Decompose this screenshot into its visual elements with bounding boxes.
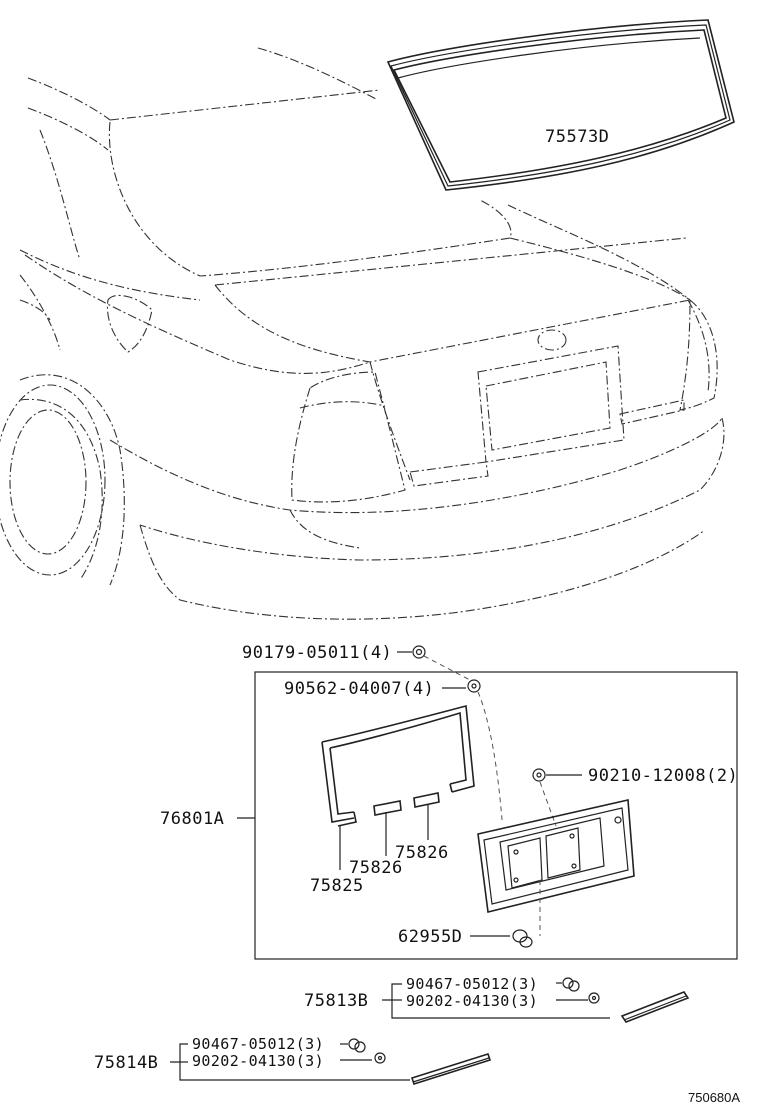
upper-garnish-part	[620, 991, 690, 1023]
label-90467-05012-upper: 90467-05012(3)	[406, 975, 538, 993]
label-90179-05011: 90179-05011(4)	[242, 643, 392, 663]
label-76801a: 76801A	[160, 809, 224, 829]
label-75573d: 75573D	[545, 127, 609, 147]
license-plate-bracket-part	[477, 799, 635, 913]
car-body-outline	[0, 47, 725, 620]
label-75826-b: 75826	[349, 858, 403, 878]
clip-icon	[512, 929, 533, 948]
bracket-cushion-frame	[321, 704, 475, 827]
bolt-icon	[532, 768, 546, 782]
bolt-icon	[412, 645, 426, 659]
label-75814b: 75814B	[94, 1053, 158, 1073]
nut-icon	[562, 977, 580, 992]
label-90562-04007: 90562-04007(4)	[284, 679, 434, 699]
clip-icon	[374, 1052, 386, 1064]
nut-icon	[348, 1038, 366, 1053]
license-bracket-group-box	[254, 671, 738, 960]
label-90202-04130-upper: 90202-04130(3)	[406, 992, 538, 1010]
label-62955d: 62955D	[398, 927, 462, 947]
back-window-weatherstrip-part	[386, 19, 735, 191]
label-75826-a: 75826	[395, 843, 449, 863]
label-75813b: 75813B	[304, 991, 368, 1011]
lower-garnish-part	[410, 1053, 492, 1085]
label-90202-04130-lower: 90202-04130(3)	[192, 1052, 324, 1070]
figure-id: 750680A	[688, 1090, 740, 1105]
nut-icon	[467, 679, 481, 693]
clip-icon	[588, 992, 600, 1004]
label-75825: 75825	[310, 876, 364, 896]
label-90467-05012-lower: 90467-05012(3)	[192, 1035, 324, 1053]
label-90210-12008: 90210-12008(2)	[588, 766, 738, 786]
